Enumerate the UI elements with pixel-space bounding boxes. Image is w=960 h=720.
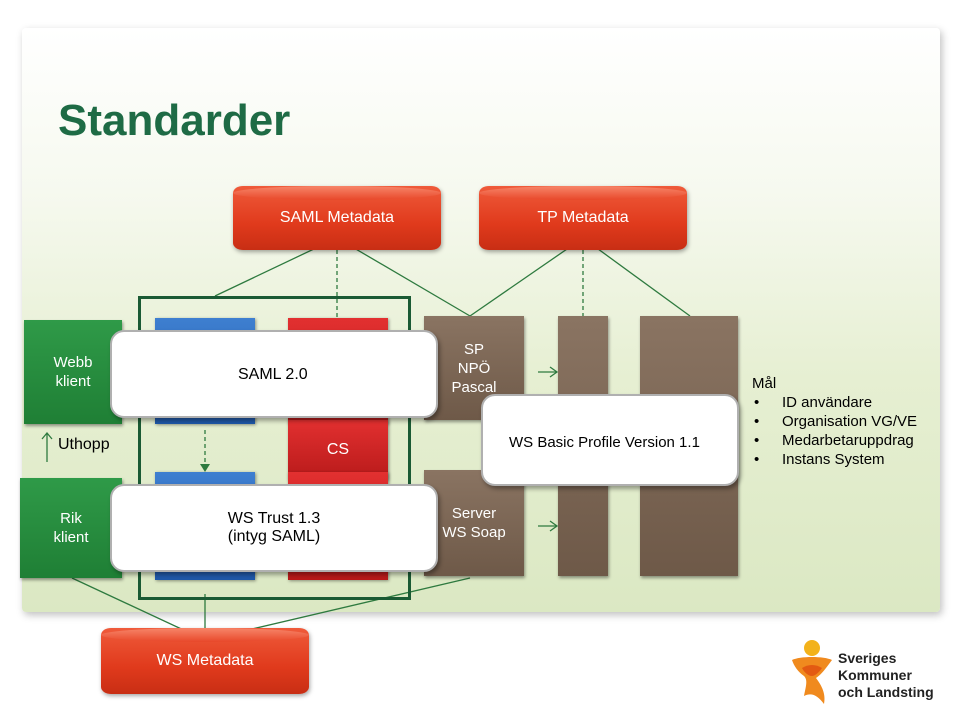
goals-heading: Mål [752, 375, 777, 392]
rik-klient-box: Rik klient [20, 478, 122, 578]
ws-trust-label: WS Trust 1.3 (intyg SAML) [227, 510, 321, 545]
arrowhead-server [549, 520, 559, 532]
slide-title: Standarder [58, 96, 291, 145]
sp-npo-pascal-label: SP NPÖ Pascal [451, 340, 497, 396]
skl-logo-icon [792, 640, 832, 704]
skl-logo-text: Sveriges Kommuner och Landsting [838, 650, 934, 700]
server-ws-soap-label: Server WS Soap [442, 505, 506, 541]
tp-metadata-label: TP Metadata [537, 209, 629, 226]
saml-metadata-label: SAML Metadata [279, 209, 395, 226]
uthopp-label: Uthopp [58, 436, 110, 453]
uthopp-arrow-icon [41, 431, 53, 462]
goal-item: Instans System [754, 450, 917, 469]
goal-item: ID användare [754, 393, 917, 412]
ws-basic-profile-label: WS Basic Profile Version 1.1 [509, 434, 700, 451]
ws-trust-box: WS Trust 1.3 (intyg SAML) [110, 484, 438, 572]
ws-metadata-label: WS Metadata [156, 652, 254, 669]
webb-klient-label: Webb klient [53, 354, 93, 390]
rik-klient-label: Rik klient [53, 510, 89, 546]
red-block-cs [288, 420, 388, 480]
tp-metadata-store: TP Metadata [479, 186, 687, 250]
ws-basic-profile-box: WS Basic Profile Version 1.1 [481, 394, 739, 486]
standards-frame [138, 296, 411, 600]
saml-2-box: SAML 2.0 [110, 330, 438, 418]
connector-saml-right [336, 237, 471, 317]
webb-klient-box: Webb klient [24, 320, 122, 424]
goal-item: Medarbetaruppdrag [754, 431, 917, 450]
goals-list: Mål ID användare Organisation VG/VE Meda… [752, 374, 917, 469]
goal-item: Organisation VG/VE [754, 412, 917, 431]
connector-tp-left [469, 237, 584, 317]
ws-metadata-store: WS Metadata [101, 628, 309, 694]
arrowhead-blue [200, 464, 210, 472]
server-ws-soap-box: Server WS Soap [424, 470, 524, 576]
saml-2-label: SAML 2.0 [238, 366, 308, 383]
connector-tp-right [582, 237, 691, 317]
arrowhead-sp [549, 366, 559, 378]
cs-label: CS [326, 441, 350, 458]
saml-metadata-store: SAML Metadata [233, 186, 441, 250]
